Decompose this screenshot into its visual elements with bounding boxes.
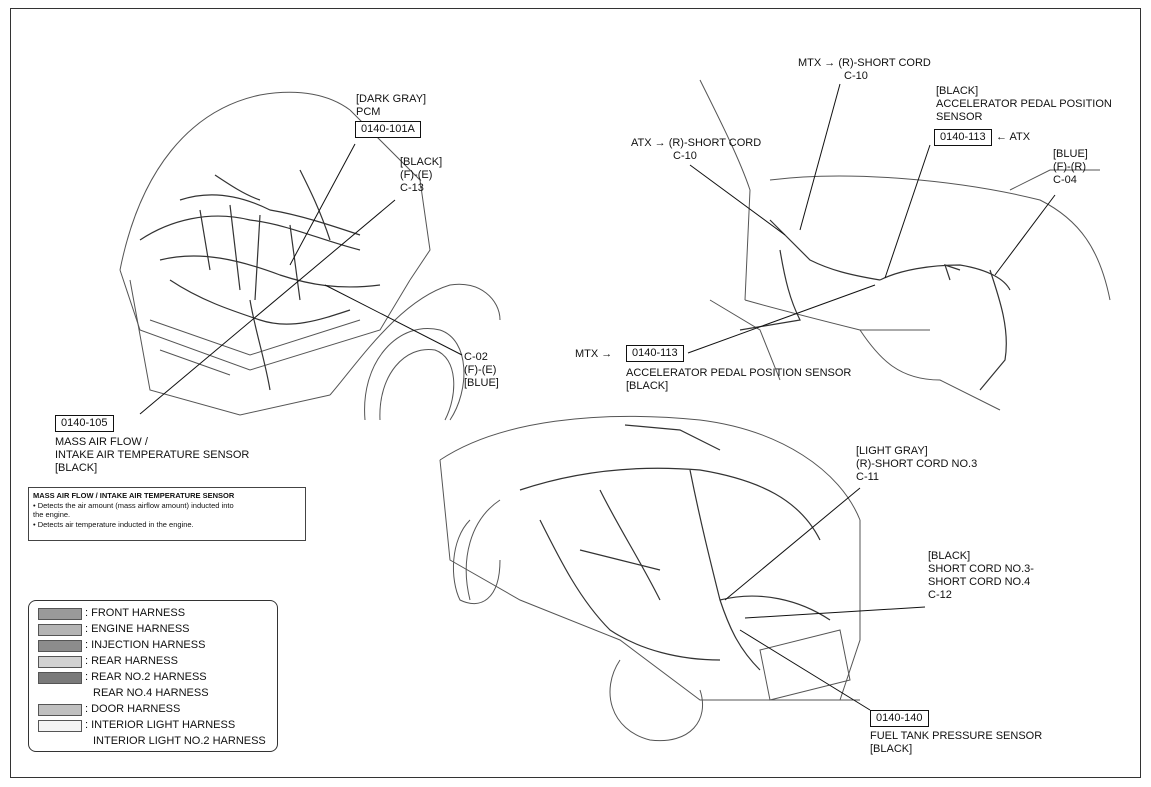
legend-swatch bbox=[38, 704, 82, 716]
app-atx-code-box: 0140-113 bbox=[934, 129, 992, 146]
connector-c02-label: C-02 (F)-(E) [BLUE] bbox=[464, 351, 499, 389]
app-sensor-mtx-label: ACCELERATOR PEDAL POSITION SENSOR [BLACK… bbox=[626, 367, 852, 392]
info-box-line: • Detects air temperature inducted in th… bbox=[33, 519, 194, 529]
info-box-line: • Detects the air amount (mass airflow a… bbox=[33, 500, 234, 510]
legend-swatch bbox=[38, 720, 82, 732]
arrow-right-icon: → bbox=[654, 137, 666, 149]
front-car-drawing bbox=[119, 91, 501, 421]
legend-swatch bbox=[38, 608, 82, 620]
ftp-code-box: 0140-140 bbox=[870, 710, 929, 727]
info-box-line: the engine. bbox=[33, 510, 71, 519]
rear-car-drawing bbox=[439, 415, 861, 742]
mtx-c10-label: MTX → (R)-SHORT CORD C-10 bbox=[798, 57, 931, 82]
connector-c12-label: [BLACK] SHORT CORD NO.3- SHORT CORD NO.4… bbox=[928, 550, 1034, 601]
rear-harness-drawing bbox=[519, 424, 831, 671]
pcm-code-box: 0140-101A bbox=[355, 121, 421, 138]
pcm-label: [DARK GRAY] PCM bbox=[356, 93, 427, 118]
maf-code-box: 0140-105 bbox=[55, 415, 114, 432]
interior-drawing bbox=[699, 79, 1111, 411]
legend-item: REAR NO.4 HARNESS bbox=[93, 687, 209, 699]
harness-legend: : FRONT HARNESS : ENGINE HARNESS : INJEC… bbox=[28, 600, 278, 752]
legend-item: : DOOR HARNESS bbox=[35, 701, 271, 717]
legend-item: : INTERIOR LIGHT HARNESS bbox=[35, 717, 271, 733]
interior-harness-drawing bbox=[739, 219, 1011, 391]
app-mtx-prefix: MTX → bbox=[575, 348, 613, 360]
app-sensor-atx-label: [BLACK] ACCELERATOR PEDAL POSITION SENSO… bbox=[936, 85, 1112, 123]
info-box-title: MASS AIR FLOW / INTAKE AIR TEMPERATURE S… bbox=[33, 491, 235, 500]
legend-item: : REAR HARNESS bbox=[35, 653, 271, 669]
legend-item: : INJECTION HARNESS bbox=[35, 637, 271, 653]
connector-c13-label: [BLACK] (F)-(E) C-13 bbox=[400, 156, 443, 194]
ftp-sensor-label: FUEL TANK PRESSURE SENSOR [BLACK] bbox=[870, 730, 1043, 755]
connector-c04-label: [BLUE] (F)-(R) C-04 bbox=[1053, 148, 1088, 186]
atx-c10-label: ATX → (R)-SHORT CORD C-10 bbox=[631, 137, 762, 162]
legend-swatch bbox=[38, 672, 82, 684]
legend-item: : ENGINE HARNESS bbox=[35, 621, 271, 637]
arrow-right-icon: → bbox=[601, 348, 613, 360]
diagram-frame bbox=[10, 8, 1141, 778]
maf-sensor-label: MASS AIR FLOW / INTAKE AIR TEMPERATURE S… bbox=[55, 436, 250, 474]
arrow-right-icon: → bbox=[824, 57, 836, 69]
arrow-left-icon: ← bbox=[996, 131, 1007, 143]
legend-item: INTERIOR LIGHT NO.2 HARNESS bbox=[93, 735, 266, 747]
maf-info-box: MASS AIR FLOW / INTAKE AIR TEMPERATURE S… bbox=[28, 487, 306, 541]
legend-item: : FRONT HARNESS bbox=[35, 605, 271, 621]
connector-c11-label: [LIGHT GRAY] (R)-SHORT CORD NO.3 C-11 bbox=[856, 445, 978, 483]
legend-item: : REAR NO.2 HARNESS bbox=[35, 669, 271, 685]
legend-swatch bbox=[38, 624, 82, 636]
legend-swatch bbox=[38, 640, 82, 652]
app-atx-suffix: ← ATX bbox=[996, 131, 1031, 143]
legend-swatch bbox=[38, 656, 82, 668]
app-mtx-code-box: 0140-113 bbox=[626, 345, 684, 362]
engine-harness-drawing bbox=[139, 169, 381, 391]
